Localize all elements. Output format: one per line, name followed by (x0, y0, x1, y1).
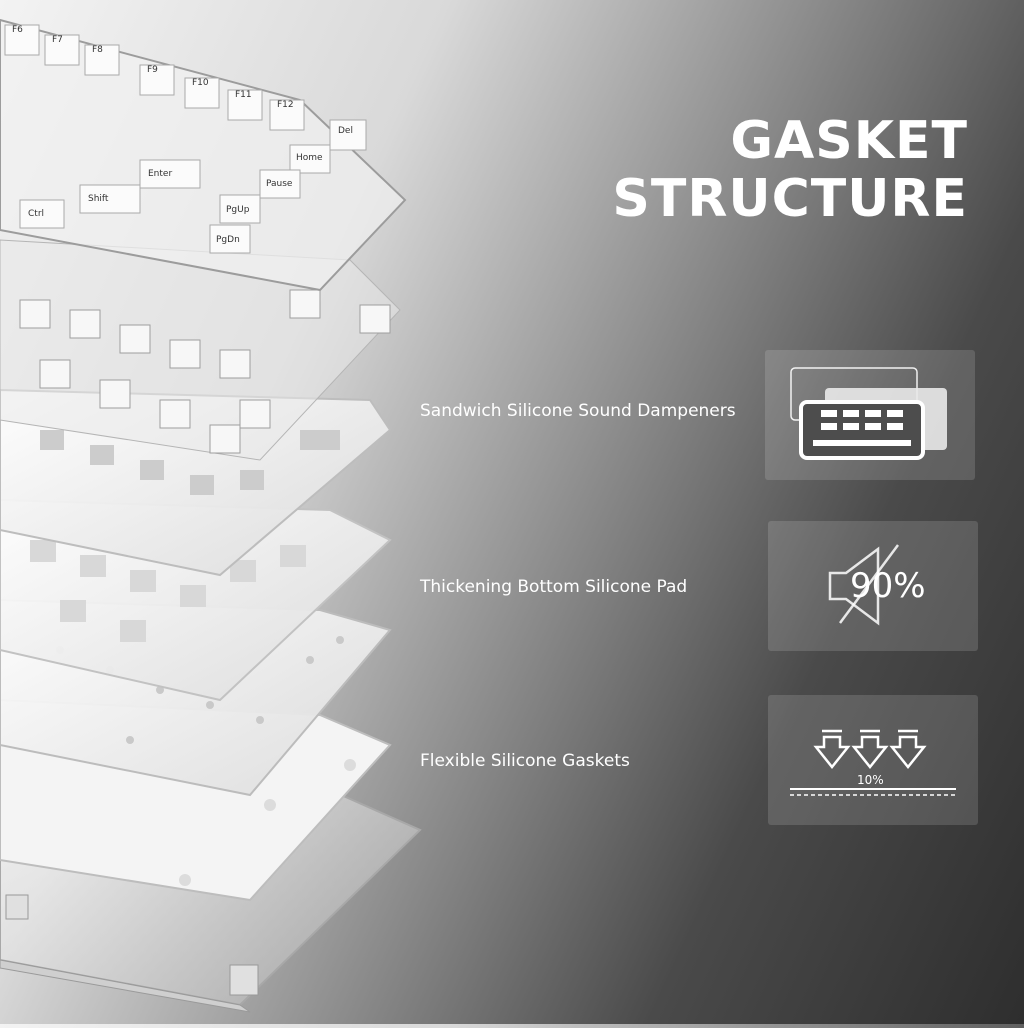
dampening-percent: 90% (850, 566, 926, 606)
muted-speaker-icon: 90% (828, 544, 926, 626)
keycap-legend: F11 (235, 90, 252, 100)
keycap-legend: F7 (52, 35, 63, 45)
keycap-legend: PgDn (216, 235, 240, 245)
feature-label-gaskets: Flexible Silicone Gaskets (420, 751, 630, 771)
feature-box-dampeners (765, 350, 975, 480)
keycap-legend: Pause (266, 179, 293, 189)
keycap-legend: Home (296, 153, 323, 163)
keycap-legend: Ctrl (28, 209, 44, 219)
feature-label-bottom-pad: Thickening Bottom Silicone Pad (420, 577, 688, 597)
sandwich-layers-icon (790, 367, 947, 460)
compression-percent: 10% (857, 773, 884, 787)
feature-label-dampeners: Sandwich Silicone Sound Dampeners (420, 401, 736, 421)
feature-box-gaskets: 10% (768, 695, 978, 825)
title-line-1: GASKET (730, 111, 968, 171)
keyboard-layers-graphic: F6 F7 F8 F9 F10 F11 F12 Del Home Enter P… (0, 18, 422, 1013)
exploded-keyboard-illustration: F6 F7 F8 F9 F10 F11 F12 Del Home Enter P… (0, 0, 430, 1024)
keycaps-layer: F6 F7 F8 F9 F10 F11 F12 Del Home Enter P… (0, 18, 407, 292)
keycap-legend: Del (338, 126, 353, 136)
keycap-legend: F9 (147, 65, 158, 75)
compression-arrows-icon: 10% (790, 729, 956, 796)
feature-box-bottom-pad: 90% (768, 521, 978, 651)
down-arrow-icon (813, 729, 927, 770)
page-title: GASKET STRUCTURE (612, 112, 968, 228)
keycap-legend: F8 (92, 45, 103, 55)
keycap-legend: F10 (192, 78, 209, 88)
title-line-2: STRUCTURE (612, 169, 968, 229)
keycap-legend: F6 (12, 25, 23, 35)
switches-layer (0, 239, 401, 461)
keycap-legend: Enter (148, 169, 172, 179)
keycap-legend: Shift (88, 194, 109, 204)
keycap-legend: F12 (277, 100, 294, 110)
keycap-legend: PgUp (226, 205, 250, 215)
